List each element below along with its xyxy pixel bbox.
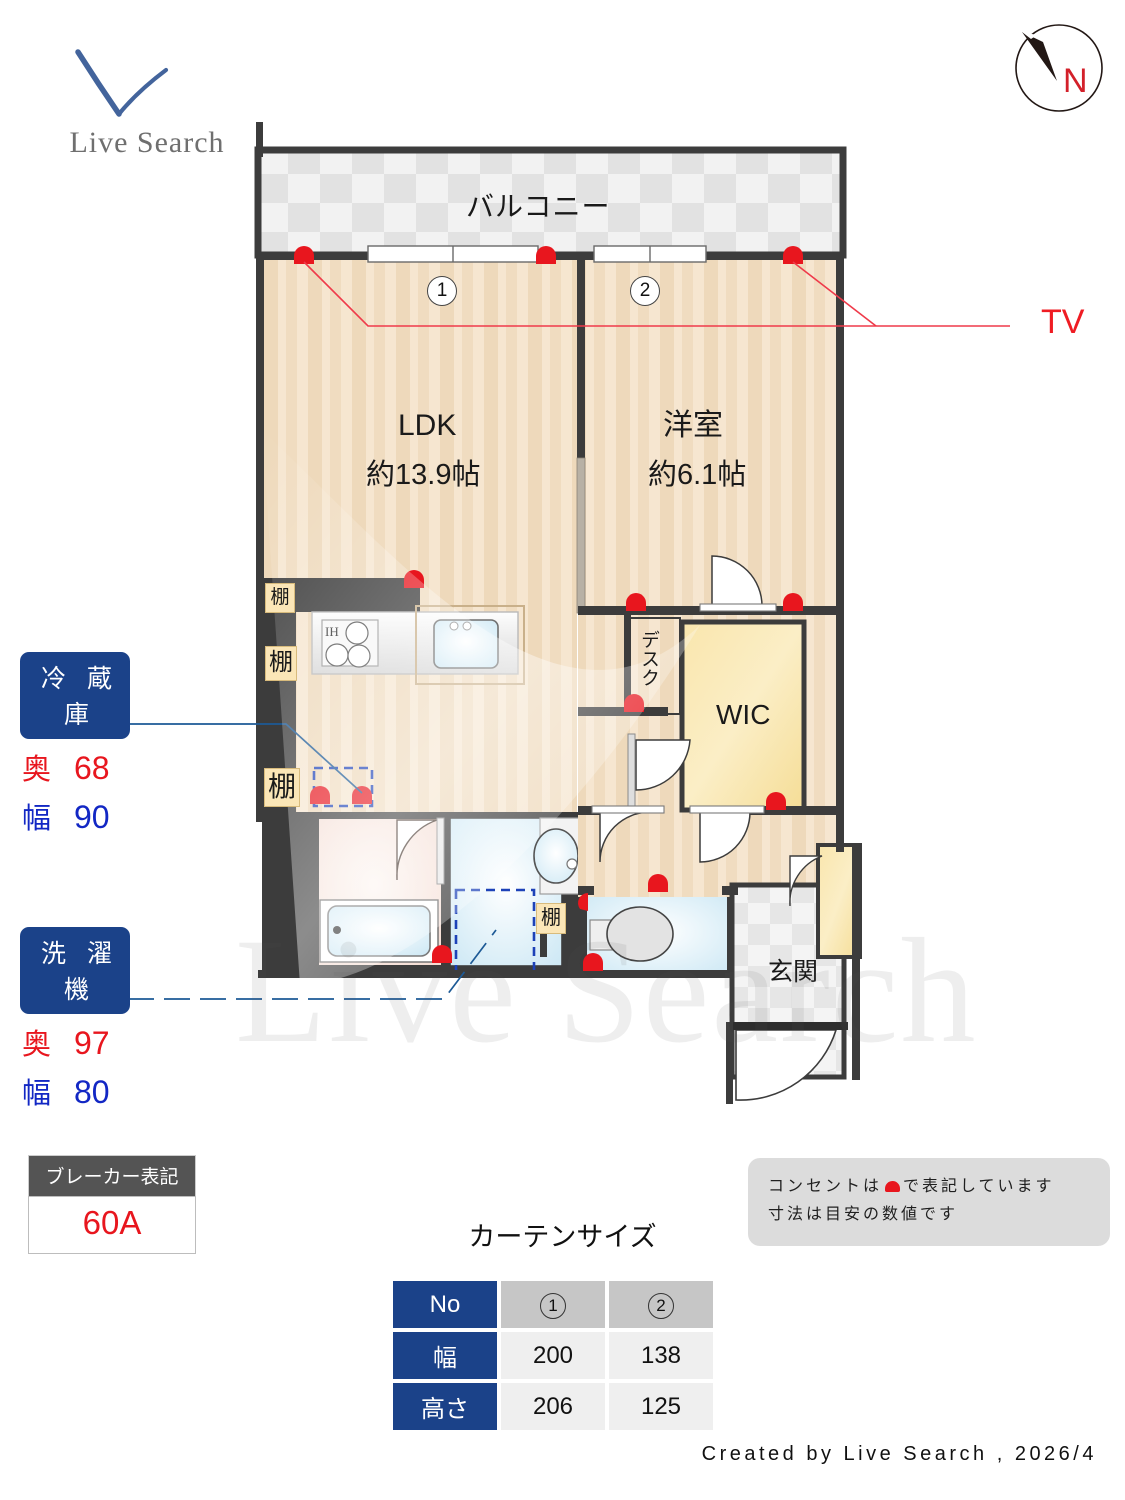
- curtain-width-2: 138: [609, 1332, 713, 1379]
- callout-washing-machine: 洗 濯 機 奥 97 幅 80: [8, 927, 203, 1112]
- breaker-box: ブレーカー表記 60A: [28, 1155, 196, 1254]
- depth-label: 奥: [22, 754, 52, 786]
- curtain-size-table: No 1 2 幅 200 138 高さ 206 125: [389, 1277, 717, 1434]
- compass-n-label: N: [1063, 62, 1088, 100]
- callout-washing-machine-title: 洗 濯 機: [20, 927, 130, 1014]
- legend-note-line2: 寸法は目安の数値です: [768, 1206, 959, 1223]
- breaker-title: ブレーカー表記: [28, 1155, 196, 1196]
- legend-note-line1-post: で表記しています: [903, 1178, 1055, 1195]
- callout-refrigerator: 冷 蔵 庫 奥 68 幅 90: [8, 652, 203, 837]
- curtain-height-1: 206: [501, 1383, 605, 1430]
- depth-value: 97: [74, 1025, 110, 1061]
- checkmark-v-logo-icon: [75, 49, 169, 117]
- callout-refrigerator-title: 冷 蔵 庫: [20, 652, 130, 739]
- width-label: 幅: [22, 803, 52, 835]
- callout-refrigerator-depth: 奥 68: [8, 746, 203, 788]
- legend-note-line1: コンセントは で表記しています: [768, 1173, 1090, 1201]
- curtain-row-label-width: 幅: [393, 1332, 497, 1379]
- width-value: 80: [74, 1074, 110, 1110]
- width-value: 90: [74, 799, 110, 835]
- tv-outlet-label: TV: [1041, 303, 1085, 341]
- credit-line: Created by Live Search , 2026/4: [701, 1443, 1097, 1465]
- legend-note: コンセントは で表記しています 寸法は目安の数値です: [748, 1158, 1110, 1246]
- depth-label: 奥: [22, 1029, 52, 1061]
- curtain-table-title: カーテンサイズ: [468, 1222, 657, 1252]
- shelf-tag-4: 棚: [536, 903, 566, 934]
- callout-refrigerator-width: 幅 90: [8, 795, 203, 837]
- window-marker-2: 2: [630, 276, 660, 306]
- outlet-marker-icon: [885, 1181, 901, 1192]
- depth-value: 68: [74, 750, 110, 786]
- table-row-header: No 1 2: [393, 1281, 713, 1328]
- table-row-width: 幅 200 138: [393, 1332, 713, 1379]
- window-marker-1: 1: [427, 276, 457, 306]
- shelf-tag-3: 棚: [264, 768, 300, 807]
- curtain-row-label-height: 高さ: [393, 1383, 497, 1430]
- curtain-col-2: 2: [609, 1281, 713, 1328]
- width-label: 幅: [22, 1078, 52, 1110]
- legend-note-line1-pre: コンセントは: [768, 1178, 883, 1195]
- curtain-width-1: 200: [501, 1332, 605, 1379]
- brand-name: Live Search: [69, 126, 225, 159]
- curtain-col-1: 1: [501, 1281, 605, 1328]
- circled-number-1: 1: [540, 1293, 566, 1319]
- callout-washing-machine-depth: 奥 97: [8, 1021, 203, 1063]
- curtain-height-2: 125: [609, 1383, 713, 1430]
- brand-logo: Live Search: [32, 48, 262, 163]
- table-row-height: 高さ 206 125: [393, 1383, 713, 1430]
- curtain-row-label-no: No: [393, 1281, 497, 1328]
- shelf-tag-1: 棚: [265, 583, 295, 613]
- breaker-value: 60A: [28, 1196, 196, 1254]
- compass-north-icon: N: [1013, 22, 1105, 114]
- circled-number-2: 2: [648, 1293, 674, 1319]
- shelf-tag-2: 棚: [265, 646, 297, 681]
- callout-washing-machine-width: 幅 80: [8, 1070, 203, 1112]
